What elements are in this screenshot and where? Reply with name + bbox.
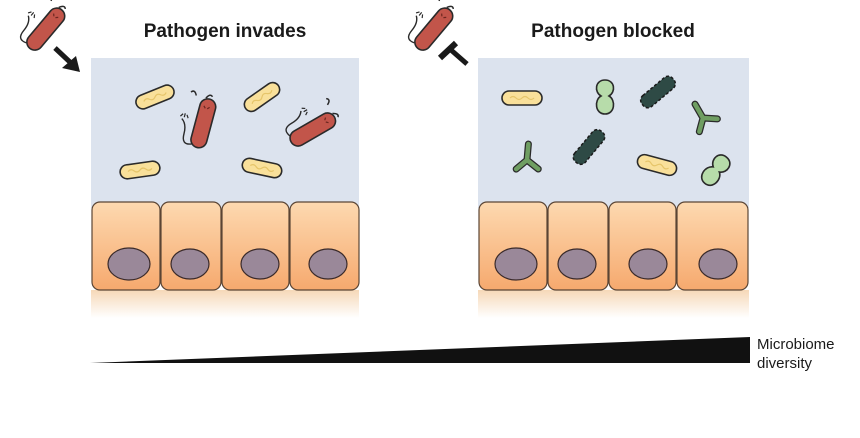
nucleus	[107, 247, 151, 281]
diversity-gradient-wedge: Microbiome diversity	[90, 336, 835, 372]
basal-layer	[478, 290, 749, 318]
diversity-label-line2: diversity	[757, 355, 813, 372]
pathogen-bacterium	[10, 0, 72, 55]
nucleus	[628, 248, 668, 280]
nucleus	[557, 248, 597, 280]
panel-title-blocked: Pathogen blocked	[531, 21, 695, 42]
nucleus	[494, 247, 538, 281]
basal-layer	[91, 290, 359, 318]
epithelial-cells	[478, 201, 749, 291]
nucleus	[698, 248, 738, 280]
nucleus	[240, 248, 280, 280]
epithelial-cells	[91, 201, 360, 291]
diversity-label-line1: Microbiome	[757, 336, 835, 353]
panel-blocked: Pathogen blocked	[478, 21, 749, 318]
inhibition-icon	[437, 40, 469, 66]
nucleus	[308, 248, 348, 280]
panel-invades: Pathogen invades	[91, 21, 360, 318]
panel-title-invades: Pathogen invades	[144, 21, 307, 42]
arrow-icon	[53, 46, 80, 72]
cocci-bacterium	[595, 79, 615, 115]
nucleus	[170, 248, 210, 280]
commensal-rod	[501, 90, 543, 106]
